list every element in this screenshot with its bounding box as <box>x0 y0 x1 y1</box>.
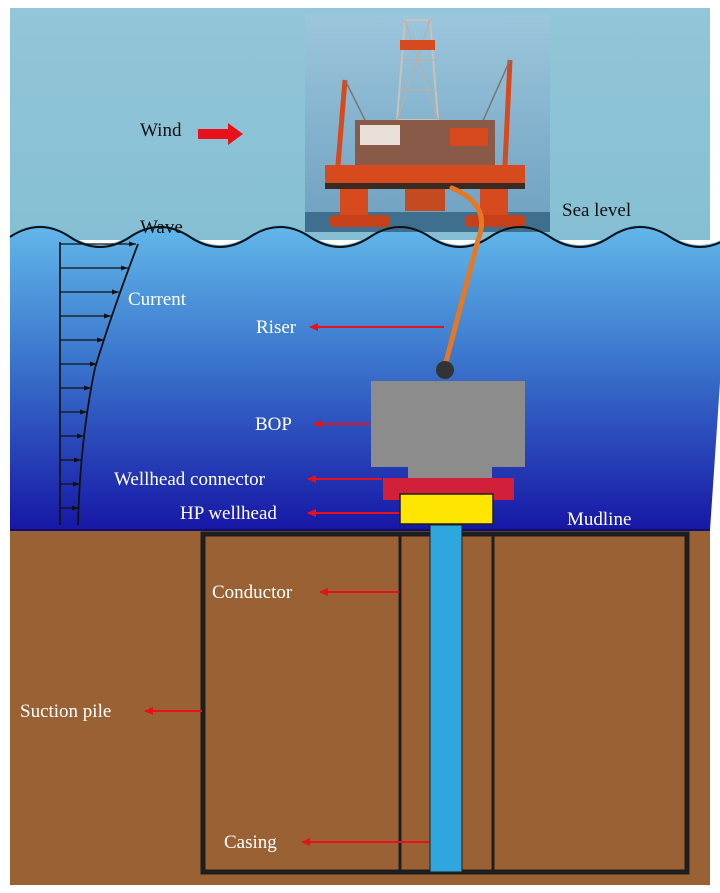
hp-wellhead-label: HP wellhead <box>180 503 277 524</box>
bop <box>371 381 525 467</box>
riser-joint <box>436 361 454 379</box>
hp-wellhead <box>399 493 494 525</box>
riser <box>443 185 485 365</box>
sea-level-label: Sea level <box>562 200 631 221</box>
wind-label: Wind <box>140 120 182 141</box>
wave-line <box>9 226 720 248</box>
casing <box>429 524 463 873</box>
wave-label: Wave <box>140 217 183 238</box>
seabed <box>10 530 710 885</box>
wellhead-connector-label: Wellhead connector <box>114 469 266 490</box>
mudline-label: Mudline <box>567 509 631 530</box>
riser-label: Riser <box>256 317 297 338</box>
suction-pile-label: Suction pile <box>20 701 111 722</box>
bop-label: BOP <box>255 414 292 435</box>
wind-arrow-icon <box>198 123 243 145</box>
casing-label: Casing <box>224 832 277 853</box>
current-profile <box>59 241 139 526</box>
drilling-platform-image <box>305 14 550 232</box>
conductor-label: Conductor <box>212 582 293 603</box>
sea-water <box>10 225 720 530</box>
bop-base <box>408 465 492 479</box>
current-label: Current <box>128 289 187 310</box>
